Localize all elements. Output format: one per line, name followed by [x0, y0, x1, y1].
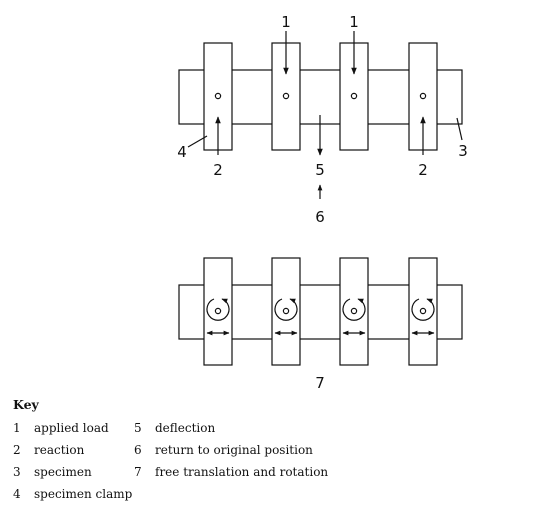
key-item-text: deflection: [155, 421, 216, 435]
key-item: 5 deflection: [134, 421, 394, 435]
key-item-number: 3: [13, 465, 21, 479]
key-item-number: 7: [134, 465, 142, 479]
key-item-number: 6: [134, 443, 142, 457]
key-item: 7 free translation and rotation: [134, 465, 394, 479]
rotation-arrow: [206, 298, 230, 321]
key-item-number: 2: [13, 443, 21, 457]
specimen-clamp: [271, 257, 301, 366]
pivot-dot: [350, 307, 358, 315]
pivot-dot: [419, 92, 427, 100]
key-grid: 1 applied load 5 deflection 2 reaction 6…: [13, 421, 523, 501]
label-return-to-original: 6: [315, 208, 325, 226]
pivot-dot: [282, 307, 290, 315]
key-item-text: return to original position: [155, 443, 313, 457]
label-specimen: 3: [458, 142, 468, 160]
specimen-clamp: [339, 257, 369, 366]
key-item: 4 specimen clamp: [13, 487, 134, 501]
label-deflection: 5: [315, 161, 325, 179]
label-reaction-right: 2: [418, 161, 428, 179]
leader-line-clamp: [187, 135, 208, 148]
key-item: 2 reaction: [13, 443, 134, 457]
test-setup-diagram: 1 1 4 2 5 2 3 6 7: [177, 13, 468, 390]
key-item-text: free translation and rotation: [155, 465, 329, 479]
key-title: Key: [13, 397, 39, 412]
key-item-number: 1: [13, 421, 21, 435]
rotation-arrow: [274, 298, 298, 321]
key-item-text: applied load: [34, 421, 109, 435]
rotation-arrow: [342, 298, 366, 321]
pivot-dot: [350, 92, 358, 100]
label-applied-load-left: 1: [281, 13, 291, 31]
specimen-clamp: [408, 257, 438, 366]
specimen-clamp: [339, 42, 369, 151]
key-legend: Key 1 applied load 5 deflection 2 reacti…: [13, 397, 523, 501]
pivot-dot: [214, 307, 222, 315]
loading-diagram: [178, 31, 463, 199]
pivot-dot: [419, 307, 427, 315]
key-item: 3 specimen: [13, 465, 134, 479]
label-free-translation: 7: [315, 374, 325, 390]
key-item-number: 5: [134, 421, 142, 435]
specimen-clamp: [203, 257, 233, 366]
key-item-text: specimen: [34, 465, 92, 479]
pivot-dot: [282, 92, 290, 100]
label-specimen-clamp: 4: [177, 143, 187, 161]
key-item-number: 4: [13, 487, 21, 501]
leader-line-specimen: [456, 117, 463, 141]
key-item-text: specimen clamp: [34, 487, 133, 501]
pivot-dot: [214, 92, 222, 100]
key-item: 6 return to original position: [134, 443, 394, 457]
free-state-diagram: [178, 257, 463, 366]
label-reaction-left: 2: [213, 161, 223, 179]
key-item-text: reaction: [34, 443, 85, 457]
rotation-arrow: [411, 298, 435, 321]
key-item: 1 applied load: [13, 421, 134, 435]
label-applied-load-right: 1: [349, 13, 359, 31]
